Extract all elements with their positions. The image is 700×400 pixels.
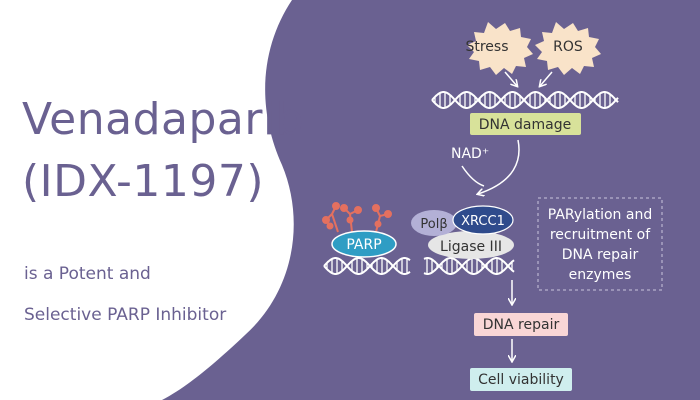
note-line-3: DNA repair [562, 247, 639, 263]
stress-burst: Stress [465, 22, 533, 75]
note-line-1: PARylation and [548, 207, 652, 223]
subtitle-line-1: is a Potent and [24, 264, 151, 284]
ros-label: ROS [553, 39, 583, 55]
par-chains [322, 202, 392, 233]
nad-label: NAD⁺ [451, 146, 489, 162]
dna-strand-b [431, 91, 619, 109]
ligase-iii-enzyme: Ligase III [428, 231, 514, 259]
xrcc1-shape [452, 205, 514, 235]
title-line-2: (IDX-1197) [22, 156, 264, 207]
arrow-ros-to-dna [540, 71, 553, 86]
cell-viability-box: Cell viability [470, 368, 572, 391]
dna-damage-rect [470, 113, 581, 135]
arrow-stress-to-dna [504, 71, 517, 86]
title-line-1: Venadaparib [22, 94, 305, 145]
nad-feed-curve [461, 165, 485, 187]
note-line-4: enzymes [569, 267, 632, 283]
stress-burst-shape [467, 22, 533, 75]
ligase-label: Ligase III [440, 239, 502, 255]
par-chain-left [322, 202, 340, 233]
dna-repair-box: DNA repair [474, 313, 568, 336]
ligase-shape [428, 231, 514, 259]
ros-burst: ROS [535, 22, 601, 75]
parp-enzyme: PARP [331, 230, 397, 258]
polb-enzyme: Polβ [411, 210, 457, 236]
dna-helix-bottom [323, 257, 515, 275]
polb-label: Polβ [420, 217, 447, 232]
polb-shape [411, 210, 457, 236]
dna-strand-b [323, 257, 515, 275]
parylation-note: PARylation and recruitment of DNA repair… [537, 197, 663, 291]
dna-helix-top [431, 91, 619, 109]
parp-label: PARP [346, 237, 381, 253]
white-wave-panel [0, 0, 294, 400]
dna-damage-label: DNA damage [479, 117, 571, 133]
dna-damage-box: DNA damage [470, 113, 581, 135]
parp-shape [331, 230, 397, 258]
subtitle-line-2: Selective PARP Inhibitor [24, 305, 227, 325]
cell-viability-label: Cell viability [478, 372, 564, 388]
dna-repair-rect [474, 313, 568, 336]
xrcc1-label: XRCC1 [461, 214, 505, 229]
par-chain-right [372, 204, 392, 233]
xrcc1-enzyme: XRCC1 [452, 205, 514, 235]
stress-label: Stress [465, 39, 508, 55]
note-line-2: recruitment of [550, 227, 651, 243]
ros-burst-shape [535, 22, 601, 75]
dna-repair-label: DNA repair [483, 317, 560, 333]
note-dashed-frame [537, 197, 663, 291]
arrow-dna-damage-to-parp [478, 139, 520, 194]
dna-strand-a [431, 91, 619, 109]
par-chain-middle [340, 204, 362, 233]
cell-viability-rect [470, 368, 572, 391]
